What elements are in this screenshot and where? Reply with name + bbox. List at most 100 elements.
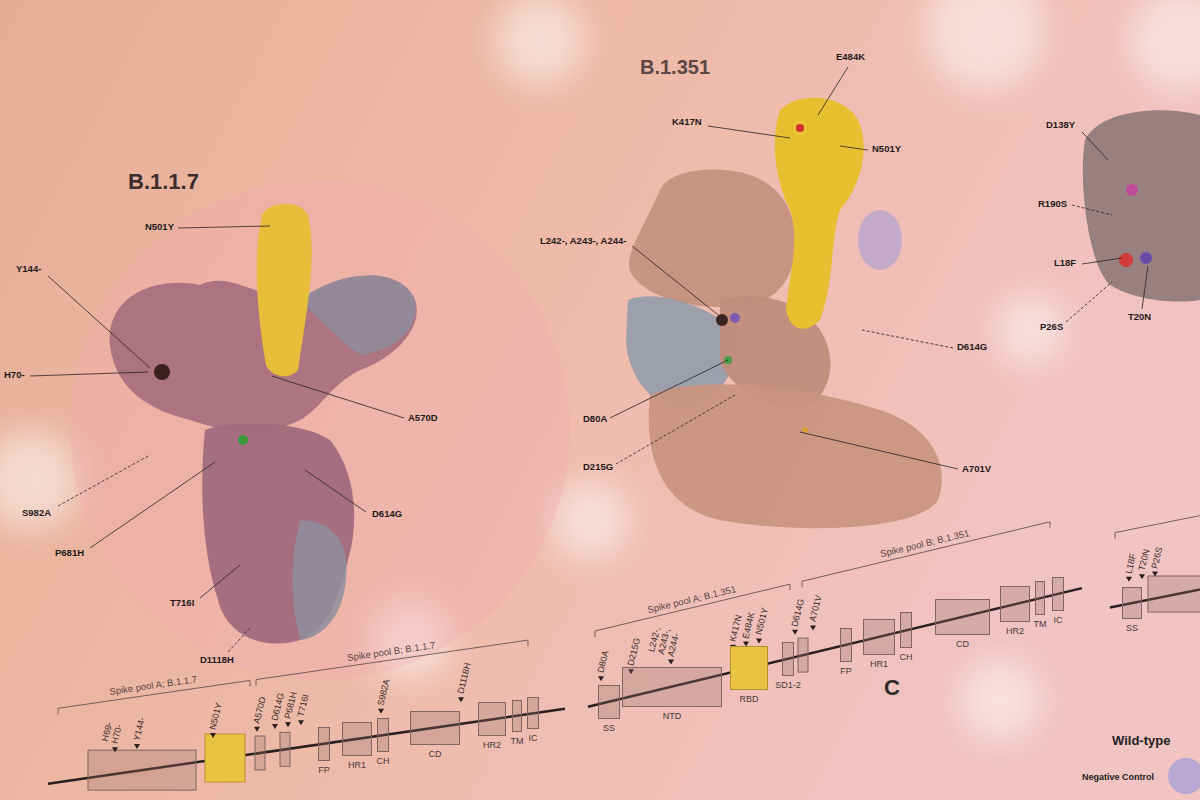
domain-label: HR2	[483, 741, 501, 751]
mutation-label: A701V	[962, 464, 991, 474]
protein-domain: IC	[1052, 577, 1064, 626]
mutation-site	[802, 427, 808, 433]
mutation-tick: P26S	[1150, 546, 1165, 570]
domain-label: FP	[840, 667, 852, 677]
tick-marker	[298, 720, 304, 725]
domain-label: SS	[1126, 624, 1138, 634]
domain-box	[318, 727, 330, 761]
protein-domain: CD	[935, 599, 990, 650]
leader-line	[800, 432, 958, 469]
tick-marker	[1139, 574, 1145, 579]
domain-box	[935, 599, 990, 635]
domain-box	[798, 638, 808, 672]
variant-title: B.1.351	[640, 56, 710, 78]
mutation-site	[1126, 184, 1138, 196]
mutation-site	[154, 364, 170, 380]
domain-label: HR2	[1006, 627, 1024, 637]
leader-line	[1066, 282, 1112, 322]
mutation-label: N501Y	[872, 144, 901, 154]
pool-label: Spike pool A; B.1.1.7	[109, 675, 198, 698]
protein-domain: NTD	[622, 667, 722, 722]
domain-label: CD	[429, 750, 442, 760]
domain-label: IC	[529, 734, 538, 744]
mutation-tick: S982A	[376, 678, 392, 707]
leader-line	[200, 565, 240, 598]
mutation-tick: D80A	[596, 650, 611, 674]
light-blur	[0, 430, 80, 530]
domain-box	[1052, 577, 1064, 611]
mutation-tick: E484K	[741, 611, 757, 640]
leader-line	[632, 246, 722, 318]
pool-label: Spike pool B; B.1.351	[879, 528, 970, 559]
mutation-tick: H69- H70-	[101, 715, 126, 745]
domain-box	[88, 750, 196, 790]
protein-halo	[70, 180, 570, 680]
protein-domain: HR1	[342, 722, 372, 771]
domain-box	[1035, 581, 1045, 615]
domain-label: IC	[1054, 616, 1063, 626]
leader-line	[610, 360, 728, 418]
mutation-site	[238, 435, 248, 445]
tick-marker	[254, 727, 260, 732]
domain-label: CD	[956, 640, 969, 650]
mutation-label: L242-, A243-, A244-	[540, 236, 626, 246]
pool-label: Spike pool B; B.1.1.7	[347, 640, 436, 663]
mutation-tick: L242-, A243-, A244-	[647, 619, 684, 657]
mutation-label: D1118H	[200, 655, 234, 665]
protein-domain: SS	[1122, 587, 1142, 634]
protein-domain: CH	[899, 612, 914, 663]
protein-domain: HR2	[478, 702, 506, 751]
mutation-tick: A701V	[808, 595, 824, 624]
leader-line	[90, 462, 215, 548]
mutation-tick: T20N	[1137, 548, 1152, 572]
protein-domain: RBD	[730, 646, 768, 705]
mutation-label: P26S	[1040, 322, 1063, 332]
domain-box	[410, 711, 460, 745]
domain-box	[205, 734, 245, 782]
tick-marker	[810, 625, 816, 630]
domain-box	[377, 718, 389, 752]
mutation-tick: A570D	[252, 696, 268, 725]
tick-marker	[756, 638, 762, 643]
leader-line	[1082, 132, 1108, 160]
tick-marker	[285, 722, 291, 727]
leader-line	[178, 226, 270, 228]
leader-line	[818, 67, 848, 115]
light-blur	[960, 660, 1040, 740]
leader-line	[708, 126, 790, 138]
protein-domain: TM	[510, 700, 525, 747]
domain-box	[730, 646, 768, 690]
domain-label: SS	[603, 724, 615, 734]
light-blur	[995, 295, 1065, 365]
tick-marker	[458, 697, 464, 702]
protein-surface	[858, 210, 902, 270]
light-blur	[925, 0, 1045, 90]
mutation-tick: N501Y	[754, 607, 770, 636]
panel-letter: C	[884, 676, 900, 700]
mutation-site	[1140, 252, 1152, 264]
mutation-label: N501Y	[145, 222, 174, 232]
domain-box	[1000, 586, 1030, 622]
leader-line	[1072, 205, 1112, 215]
domain-box	[478, 702, 506, 736]
domain-label: HR1	[870, 660, 888, 670]
pool-bracket	[802, 522, 1050, 588]
domain-box	[863, 619, 895, 655]
tick-marker	[272, 724, 278, 729]
domain-label: SD1-2	[775, 681, 801, 691]
leader-line	[58, 455, 150, 506]
mutation-label: P681H	[55, 548, 84, 558]
protein-surface	[293, 520, 347, 640]
mutation-label: D80A	[583, 414, 607, 424]
leader-line	[30, 372, 148, 376]
mutation-label: H70-	[4, 370, 25, 380]
domain-label: RBD	[739, 695, 758, 705]
mutation-tick: D215G	[626, 637, 642, 667]
leader-line	[228, 628, 250, 652]
mutation-label: D215G	[583, 462, 613, 472]
mutation-site	[716, 314, 728, 326]
mutation-label: E484K	[836, 52, 865, 62]
protein-surface	[629, 170, 795, 307]
domain-box	[598, 685, 620, 719]
tick-marker	[668, 660, 674, 665]
